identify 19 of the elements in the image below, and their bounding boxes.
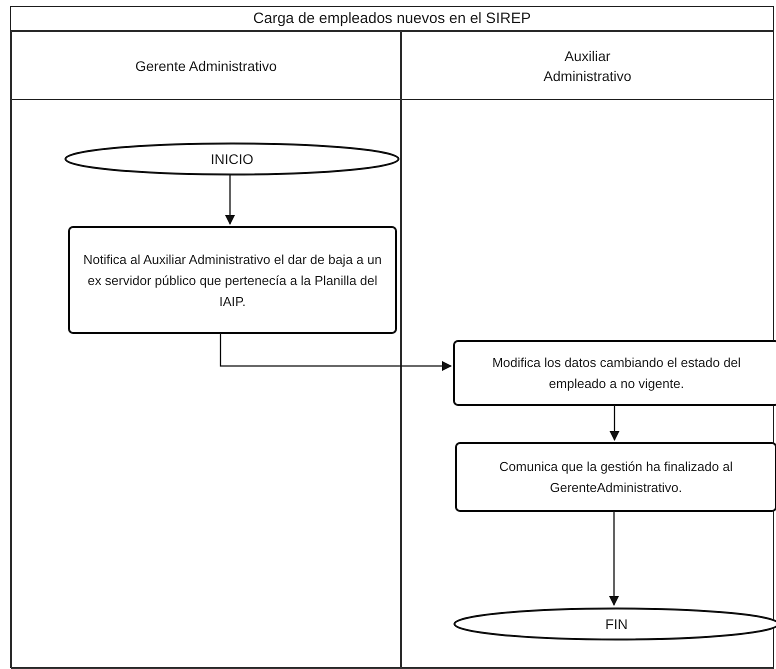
- lane-heading: Gerente Administrativo: [135, 56, 277, 76]
- process-box: [453, 340, 776, 406]
- arrow: [609, 510, 619, 606]
- step-text: FIN: [605, 615, 628, 634]
- step-text: INICIO: [210, 150, 254, 169]
- process-box: [455, 442, 776, 512]
- terminator-ellipse: [64, 142, 400, 176]
- pool-heading: Carga de empleados nuevos en el SIREP: [11, 7, 773, 31]
- arrow: [610, 404, 620, 441]
- process-box: [68, 226, 397, 334]
- swimlane: [401, 31, 774, 669]
- step-text: Notifica al Auxiliar Administrativo el dar de baja a un ex servidor público que pertenecía a la Planilla del IAIP.: [82, 250, 383, 310]
- pool-frame: [10, 6, 774, 668]
- lane-heading: Auxiliar Administrativo: [542, 46, 632, 86]
- step-text: Modifica los datos cambiando el estado del empleado a no vigente.: [491, 354, 742, 393]
- arrow: [220, 332, 452, 371]
- arrow: [225, 174, 235, 225]
- swimlane: [11, 31, 401, 669]
- step-text: Comunica que la gestión ha finalizado al GerenteAdministrativo.: [498, 458, 734, 497]
